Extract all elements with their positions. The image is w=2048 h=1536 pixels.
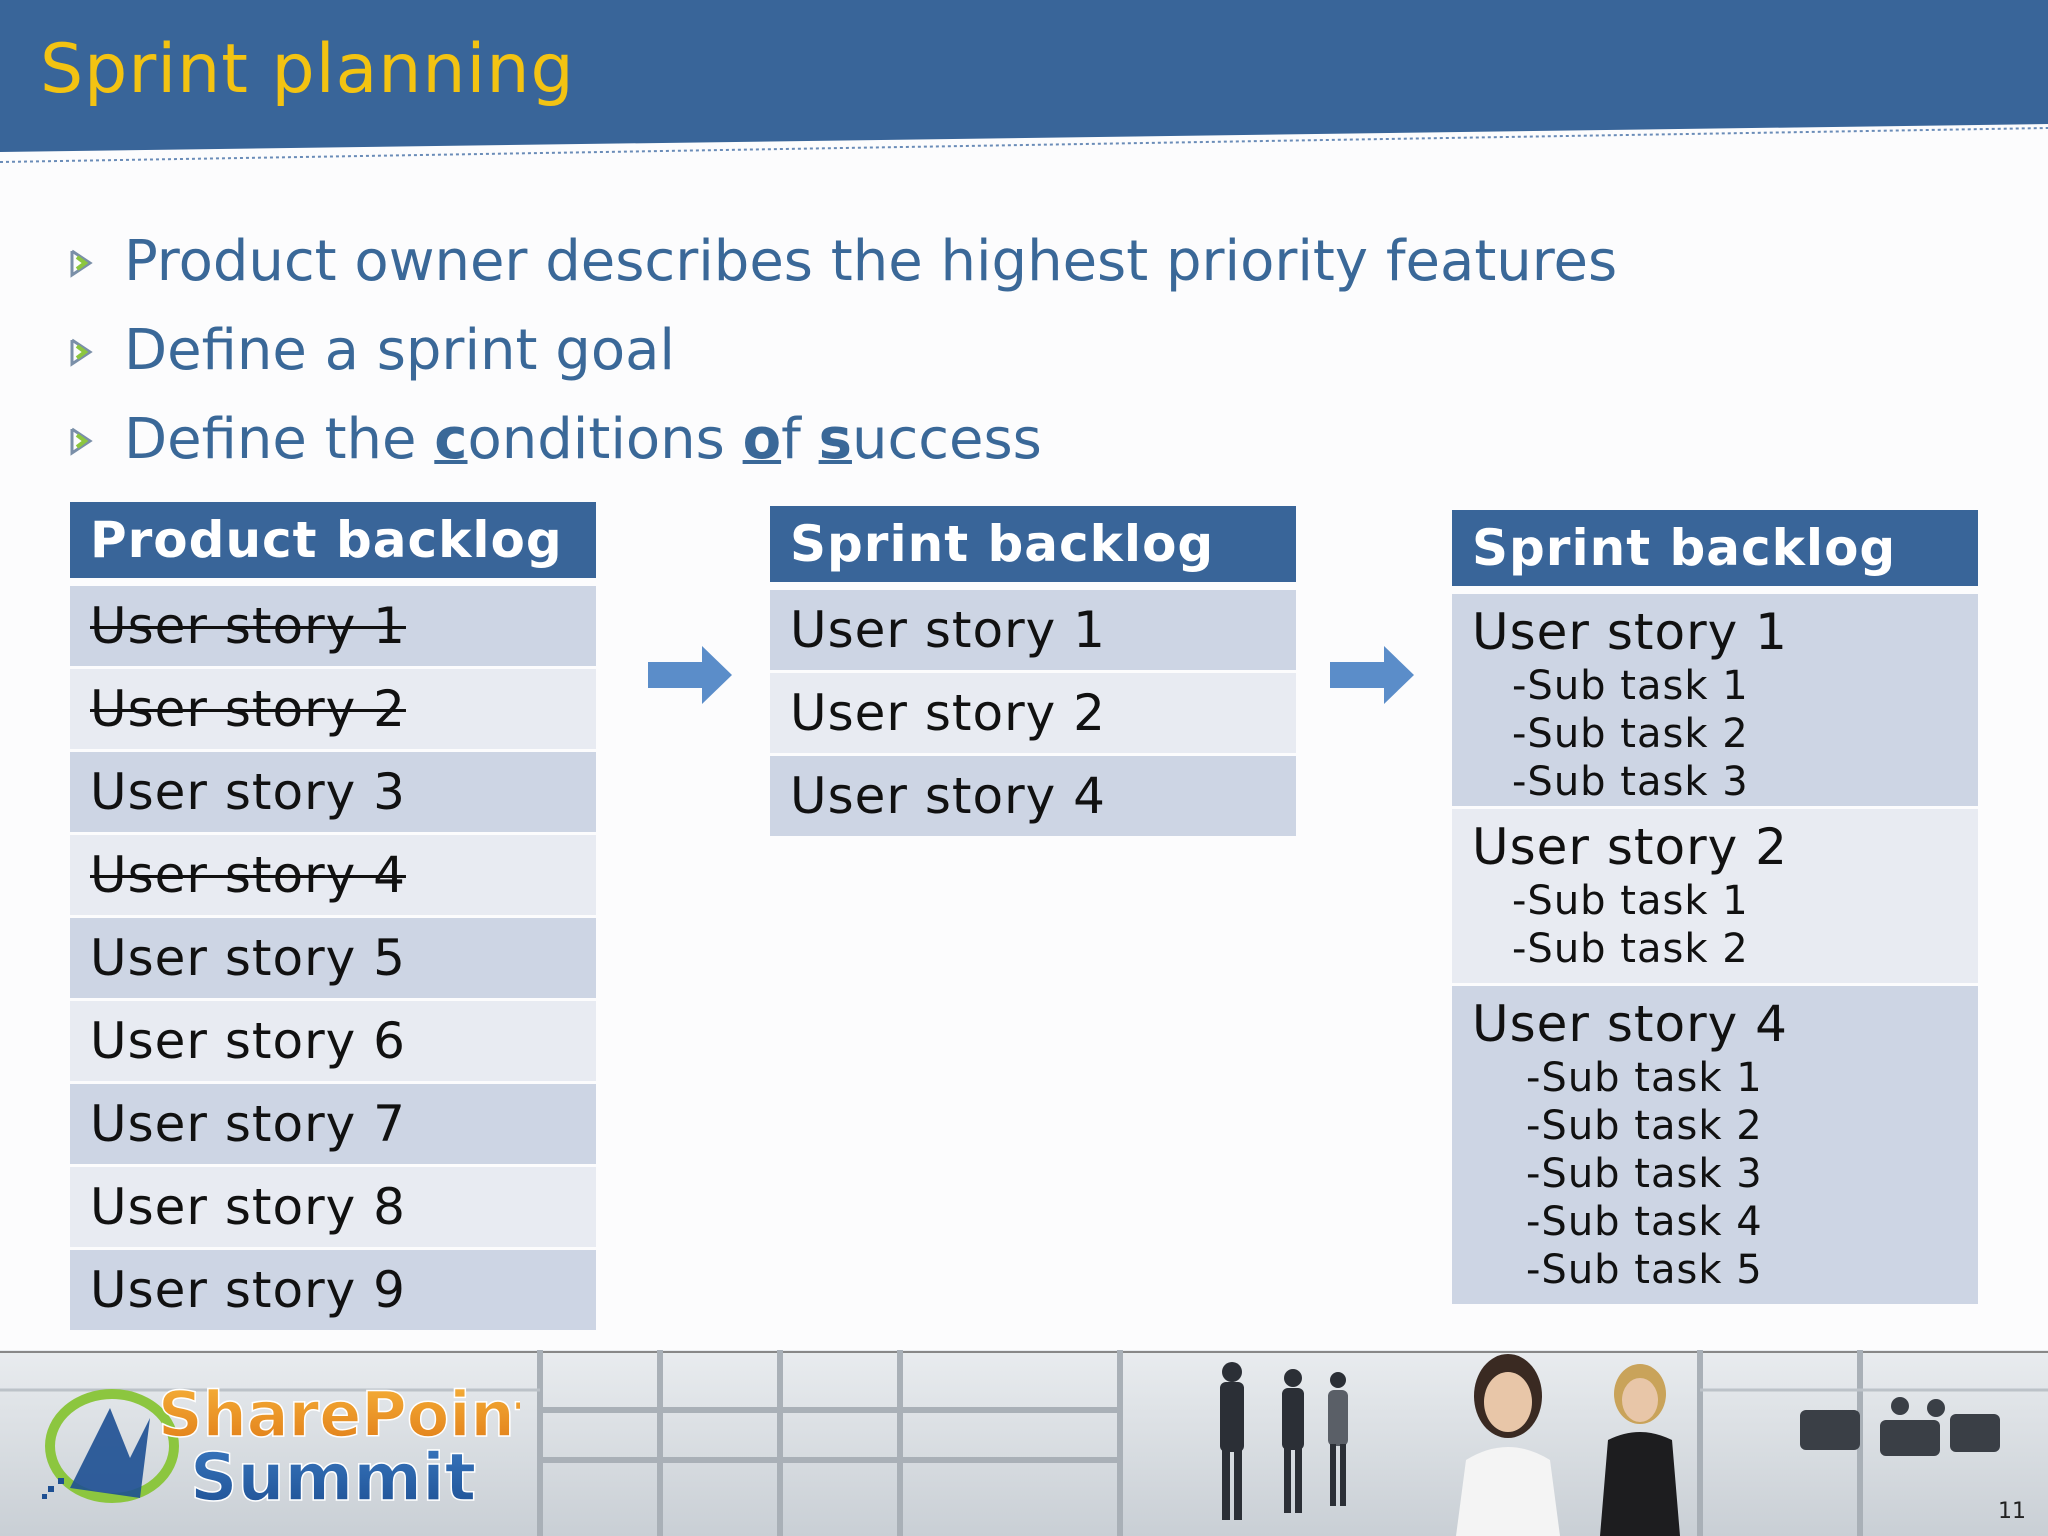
bullet-text-part: f — [781, 407, 819, 472]
backlog-item: User story 9 — [70, 1250, 596, 1330]
sprint-item-label: User story 2 — [790, 684, 1106, 742]
backlog-item: User story 6 — [70, 1001, 596, 1081]
header-background — [0, 0, 2048, 163]
logo-text-sharepoint: SharePoint — [158, 1378, 520, 1451]
subtask: -Sub task 2 — [1526, 1103, 1763, 1149]
backlog-item: User story 8 — [70, 1167, 596, 1247]
subtask: -Sub task 3 — [1512, 759, 1749, 805]
bullet-text: Define a sprint goal — [124, 318, 675, 383]
story-block: User story 2 -Sub task 1 -Sub task 2 — [1452, 809, 1978, 983]
sprint-backlog-tasks-column: Sprint backlog User story 1 -Sub task 1 … — [1452, 510, 1978, 1307]
arrow-bullet-icon — [70, 338, 93, 367]
sprint-item: User story 1 — [770, 590, 1296, 670]
subtask: -Sub task 2 — [1512, 711, 1749, 757]
backlog-item-label: User story 6 — [90, 1012, 406, 1070]
backlog-item: User story 2 — [70, 669, 596, 749]
story-title: User story 2 — [1472, 818, 1788, 876]
product-backlog-column: Product backlog User story 1 User story … — [70, 502, 596, 1333]
backlog-item-label: User story 5 — [90, 929, 406, 987]
arrow-bullet-icon — [70, 249, 93, 278]
slide-title: Sprint planning — [40, 30, 575, 109]
story-title: User story 4 — [1472, 995, 1788, 1053]
right-arrow-icon — [648, 646, 732, 704]
bullet-text-part: onditions — [467, 407, 743, 472]
bullet-text-emphasis: c — [434, 407, 468, 472]
sprint-item-label: User story 4 — [790, 767, 1106, 825]
bullet-text-emphasis: o — [742, 407, 782, 472]
backlog-item-label: User story 4 — [90, 846, 406, 904]
backlog-item-label: User story 8 — [90, 1178, 406, 1236]
sprint-backlog-heading: Sprint backlog — [770, 506, 1296, 582]
footer-banner: SharePoint Summit 11 — [0, 1350, 2048, 1536]
right-arrow-icon — [1330, 646, 1414, 704]
backlog-item-label: User story 1 — [90, 597, 406, 655]
product-backlog-heading: Product backlog — [70, 502, 596, 578]
sprint-item: User story 2 — [770, 673, 1296, 753]
backlog-item: User story 1 — [70, 586, 596, 666]
bullet-item: Product owner describes the highest prio… — [68, 222, 1968, 311]
story-block: User story 4 -Sub task 1 -Sub task 2 -Su… — [1452, 986, 1978, 1304]
story-title: User story 1 — [1472, 603, 1788, 661]
backlog-item-label: User story 2 — [90, 680, 406, 738]
bullet-text-part: Define the — [124, 407, 435, 472]
header-band: Sprint planning — [0, 0, 2048, 163]
subtask: -Sub task 1 — [1512, 663, 1749, 709]
backlog-item: User story 3 — [70, 752, 596, 832]
sprint-item: User story 4 — [770, 756, 1296, 836]
bullet-text-part: uccess — [851, 407, 1042, 472]
sprint-backlog-column: Sprint backlog User story 1 User story 2… — [770, 506, 1296, 839]
bullet-item: Define the conditions of success — [68, 400, 1968, 489]
footer-office-photo — [0, 1350, 2048, 1536]
backlog-item-label: User story 3 — [90, 763, 406, 821]
arrow-bullet-icon — [70, 427, 93, 456]
sharepoint-summit-logo: SharePoint Summit — [42, 1377, 520, 1517]
bullet-text: Product owner describes the highest prio… — [124, 229, 1618, 294]
subtask: -Sub task 4 — [1526, 1199, 1763, 1245]
sprint-backlog-tasks-heading: Sprint backlog — [1452, 510, 1978, 586]
subtask: -Sub task 2 — [1512, 926, 1749, 972]
backlog-item: User story 7 — [70, 1084, 596, 1164]
backlog-item: User story 5 — [70, 918, 596, 998]
bullet-item: Define a sprint goal — [68, 311, 1968, 400]
sprint-item-label: User story 1 — [790, 601, 1106, 659]
story-block: User story 1 -Sub task 1 -Sub task 2 -Su… — [1452, 594, 1978, 806]
page-number: 11 — [1998, 1499, 2026, 1524]
logo-text-summit: Summit — [190, 1439, 476, 1516]
subtask: -Sub task 5 — [1526, 1247, 1763, 1293]
bullet-list: Product owner describes the highest prio… — [68, 222, 1968, 489]
subtask: -Sub task 1 — [1512, 878, 1749, 924]
backlog-item: User story 4 — [70, 835, 596, 915]
subtask: -Sub task 3 — [1526, 1151, 1763, 1197]
subtask: -Sub task 1 — [1526, 1055, 1763, 1101]
backlog-item-label: User story 7 — [90, 1095, 406, 1153]
bullet-text-emphasis: s — [818, 407, 852, 472]
backlog-item-label: User story 9 — [90, 1261, 406, 1319]
